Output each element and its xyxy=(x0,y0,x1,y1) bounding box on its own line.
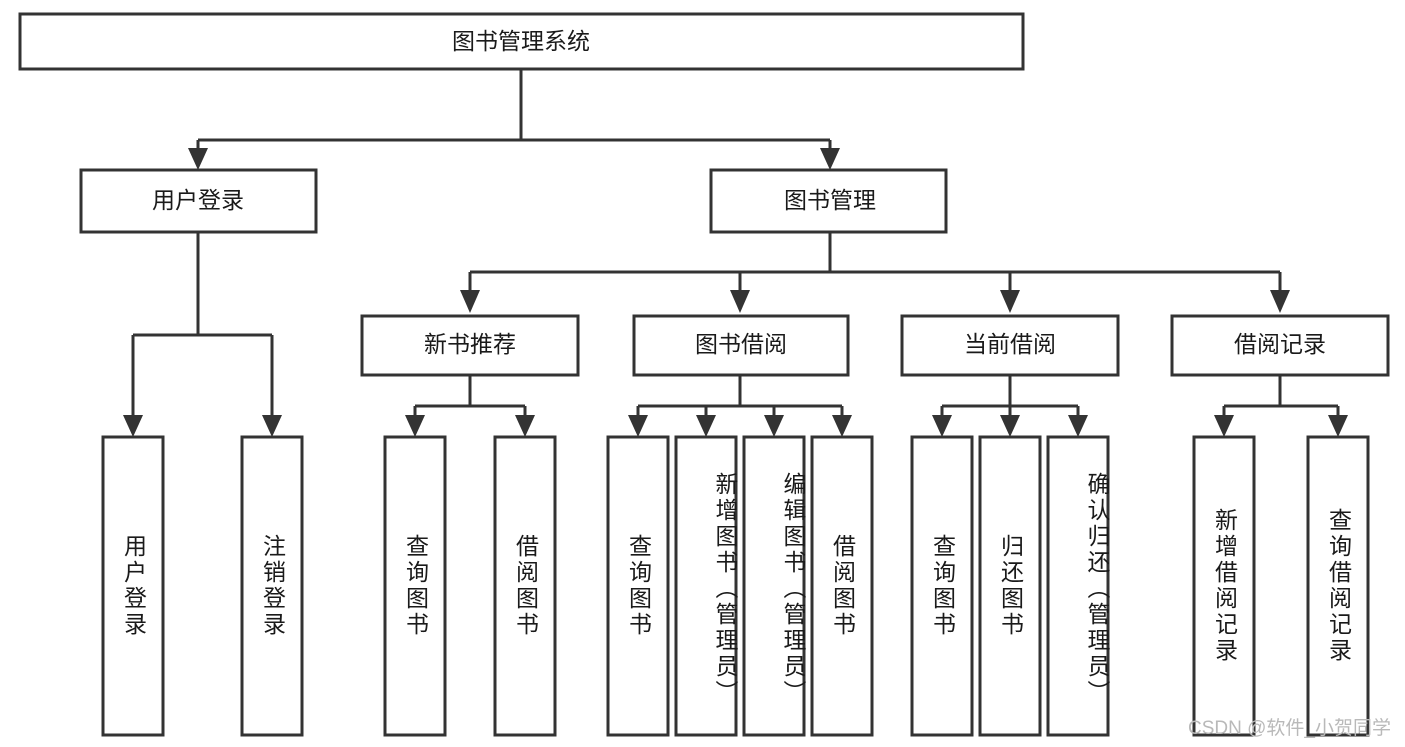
leaf-box-new-book-0[interactable] xyxy=(383,435,447,737)
leaf-box-user-login-0[interactable] xyxy=(101,435,165,737)
node-new-book-recommend[interactable]: 新书推荐 xyxy=(360,314,580,377)
node-user-login-label: 用户登录 xyxy=(152,187,244,213)
leaf-box-borrow-record-1[interactable] xyxy=(1306,435,1370,737)
leaf-box-current-borrow-0[interactable] xyxy=(910,435,974,737)
arrow-head-borrow-record xyxy=(1270,290,1290,313)
arrow-head-leaf-borrow-record-1 xyxy=(1328,415,1348,437)
arrow-head-current-borrow xyxy=(1000,290,1020,313)
arrow-head-leaf-user-login-0 xyxy=(123,415,143,437)
csdn-watermark: CSDN @软件_小贺同学 xyxy=(1188,718,1391,739)
node-root-label: 图书管理系统 xyxy=(452,28,590,54)
arrow-head-leaf-user-login-1 xyxy=(262,415,282,437)
node-book-borrow-label: 图书借阅 xyxy=(695,331,787,357)
arrow-head-leaf-book-borrow-3 xyxy=(832,415,852,437)
node-book-borrow[interactable]: 图书借阅 xyxy=(632,314,850,377)
node-user-login-box[interactable] xyxy=(79,168,318,234)
arrow-head-book-mgmt xyxy=(820,148,840,170)
arrow-head-leaf-current-borrow-2 xyxy=(1068,415,1088,437)
node-borrow-record[interactable]: 借阅记录 xyxy=(1170,314,1390,377)
node-user-login[interactable]: 用户登录 xyxy=(79,168,318,234)
node-borrow-record-box[interactable] xyxy=(1170,314,1390,377)
node-borrow-record-label: 借阅记录 xyxy=(1234,331,1326,357)
leaf-box-current-borrow-1[interactable] xyxy=(978,435,1042,737)
leaf-box-book-borrow-0[interactable] xyxy=(606,435,670,737)
node-new-book-recommend-label: 新书推荐 xyxy=(424,331,516,357)
node-current-borrow[interactable]: 当前借阅 xyxy=(900,314,1120,377)
arrow-head-leaf-borrow-record-0 xyxy=(1214,415,1234,437)
leaf-box-book-borrow-2[interactable] xyxy=(742,435,806,737)
arrow-head-new-book xyxy=(460,290,480,313)
leaf-box-layer xyxy=(101,435,1370,737)
arrow-head-leaf-book-borrow-1 xyxy=(696,415,716,437)
arrow-head-leaf-new-book-1 xyxy=(515,415,535,437)
node-book-borrow-box[interactable] xyxy=(632,314,850,377)
node-book-management-box[interactable] xyxy=(709,168,948,234)
arrow-head-leaf-current-borrow-1 xyxy=(1000,415,1020,437)
arrow-head-leaf-book-borrow-2 xyxy=(764,415,784,437)
arrow-head-leaf-new-book-0 xyxy=(405,415,425,437)
leaf-box-current-borrow-2[interactable] xyxy=(1046,435,1110,737)
leaf-box-user-login-1[interactable] xyxy=(240,435,304,737)
arrow-head-book-borrow xyxy=(730,290,750,313)
connector-layer xyxy=(123,69,1348,437)
node-book-management[interactable]: 图书管理 xyxy=(709,168,948,234)
leaf-box-book-borrow-3[interactable] xyxy=(810,435,874,737)
node-current-borrow-box[interactable] xyxy=(900,314,1120,377)
arrow-head-leaf-current-borrow-0 xyxy=(932,415,952,437)
arrow-head-leaf-book-borrow-0 xyxy=(628,415,648,437)
node-root[interactable]: 图书管理系统 xyxy=(18,12,1025,71)
node-current-borrow-label: 当前借阅 xyxy=(964,331,1056,357)
node-root-box[interactable] xyxy=(18,12,1025,71)
node-book-management-label: 图书管理 xyxy=(784,187,876,213)
arrow-head-user-login xyxy=(188,148,208,170)
leaf-box-borrow-record-0[interactable] xyxy=(1192,435,1256,737)
leaf-box-book-borrow-1[interactable] xyxy=(674,435,738,737)
leaf-box-new-book-1[interactable] xyxy=(493,435,557,737)
node-new-book-recommend-box[interactable] xyxy=(360,314,580,377)
